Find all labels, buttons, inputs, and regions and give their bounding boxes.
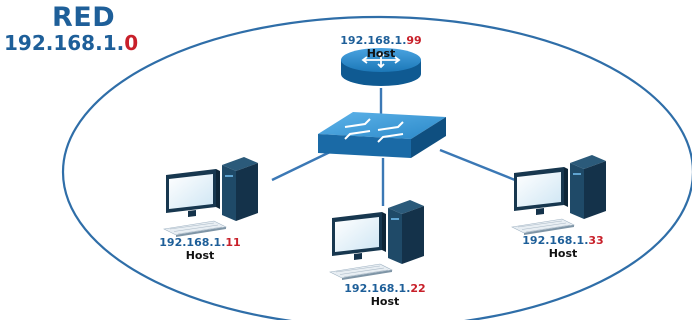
network-address-prefix: 192.168.1. bbox=[4, 31, 125, 55]
pc-left-label: 192.168.1.11 Host bbox=[150, 236, 250, 262]
pc-right-label: 192.168.1.33 Host bbox=[513, 234, 613, 260]
cables bbox=[271, 88, 516, 206]
desktop-computer-icon[interactable] bbox=[329, 199, 425, 281]
desktop-computer-icon[interactable] bbox=[511, 154, 607, 236]
pc-center-role: Host bbox=[370, 295, 400, 308]
router-role: Host bbox=[366, 47, 396, 60]
router-ip: 192.168.1.99 bbox=[340, 34, 422, 47]
pc-right-ip: 192.168.1.33 bbox=[522, 234, 604, 247]
network-title: RED bbox=[52, 2, 116, 33]
router-icon[interactable] bbox=[341, 48, 421, 86]
desktop-computer-icon[interactable] bbox=[163, 156, 259, 238]
pc-left-ip: 192.168.1.11 bbox=[159, 236, 241, 249]
cable-switch-pc-left bbox=[271, 150, 331, 182]
pc-center-ip: 192.168.1.22 bbox=[344, 282, 426, 295]
pc-right-role: Host bbox=[548, 247, 578, 260]
cable-switch-pc-right bbox=[439, 148, 516, 182]
router-label: 192.168.1.99 Host bbox=[331, 34, 431, 60]
pc-left-role: Host bbox=[185, 249, 215, 262]
lan-boundary bbox=[61, 15, 692, 320]
network-address: 192.168.1.0 bbox=[4, 31, 138, 55]
pc-center-label: 192.168.1.22 Host bbox=[335, 282, 435, 308]
network-address-suffix: 0 bbox=[124, 31, 139, 55]
switch-icon[interactable] bbox=[318, 112, 446, 158]
